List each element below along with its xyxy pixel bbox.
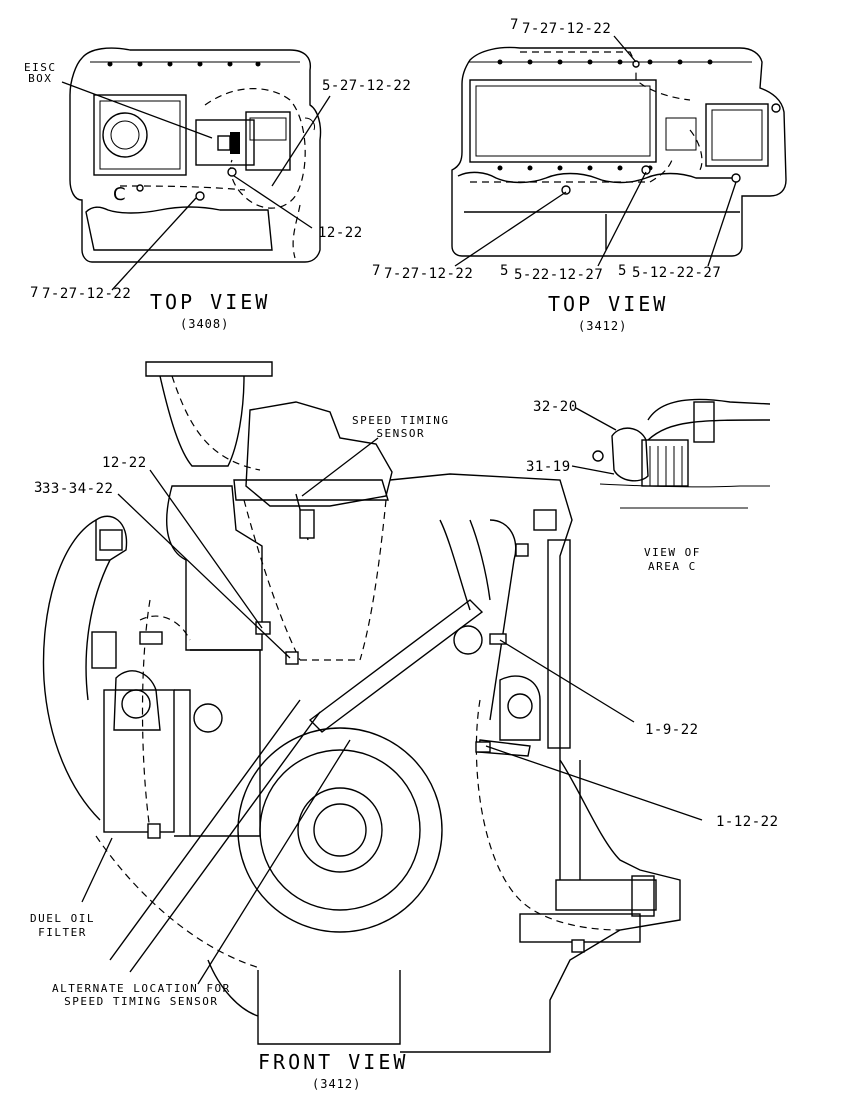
callout-prefix-5-a: 5 xyxy=(500,263,509,279)
speed-timing-sensor-label: SPEED TIMING SENSOR xyxy=(352,414,450,440)
model-3412-top: (3412) xyxy=(578,319,628,333)
callout-1-9-22: 1-9-22 xyxy=(645,722,699,738)
callout-12-22: 12-22 xyxy=(318,225,363,241)
view-of-area-c-title: VIEW OF AREA C xyxy=(644,546,701,573)
duel-oil-filter-label: DUEL OIL FILTER xyxy=(30,912,95,939)
top-view-3412-drawing xyxy=(451,35,787,267)
callout-5-27-12-22: 5-27-12-22 xyxy=(322,78,412,94)
view-of-area-c-drawing xyxy=(571,398,771,509)
front-view-title: FRONT VIEW xyxy=(258,1050,409,1074)
callout-12-22-front: 12-22 xyxy=(102,455,147,471)
callout-7-27-12-22-bottom: 7-27-12-22 xyxy=(384,266,474,282)
callout-5-22-12-27: 5-22-12-27 xyxy=(514,267,604,283)
callout-prefix-3: 3 xyxy=(34,480,43,496)
callout-31-19: 31-19 xyxy=(526,459,571,475)
callout-32-20: 32-20 xyxy=(533,399,578,415)
alternate-location-label: ALTERNATE LOCATION FOR SPEED TIMING SENS… xyxy=(52,982,231,1008)
model-3412-front: (3412) xyxy=(312,1077,362,1091)
callout-prefix-5-b: 5 xyxy=(618,263,627,279)
callout-prefix-7-bottom: 7 xyxy=(372,263,381,279)
top-view-3408-title: TOP VIEW xyxy=(150,290,271,314)
callout-1-12-22: 1-12-22 xyxy=(716,814,779,830)
eisc-box-label: EISC BOX xyxy=(24,61,57,85)
area-c-marker: C xyxy=(113,184,126,205)
callout-7-27-12-22-top: 7-27-12-22 xyxy=(522,21,612,37)
top-view-3412-title: TOP VIEW xyxy=(548,292,669,316)
model-3408: (3408) xyxy=(180,317,230,331)
callout-prefix-7-top: 7 xyxy=(510,17,519,33)
callout-7-27-12-22: 7-27-12-22 xyxy=(42,286,132,302)
callout-5-12-22-27: 5-12-22-27 xyxy=(632,265,722,281)
callout-33-34-22: 33-34-22 xyxy=(42,481,114,497)
front-view-3412-drawing xyxy=(42,361,703,1053)
top-view-3408-drawing xyxy=(61,47,331,291)
callout-prefix-7: 7 xyxy=(30,285,39,301)
